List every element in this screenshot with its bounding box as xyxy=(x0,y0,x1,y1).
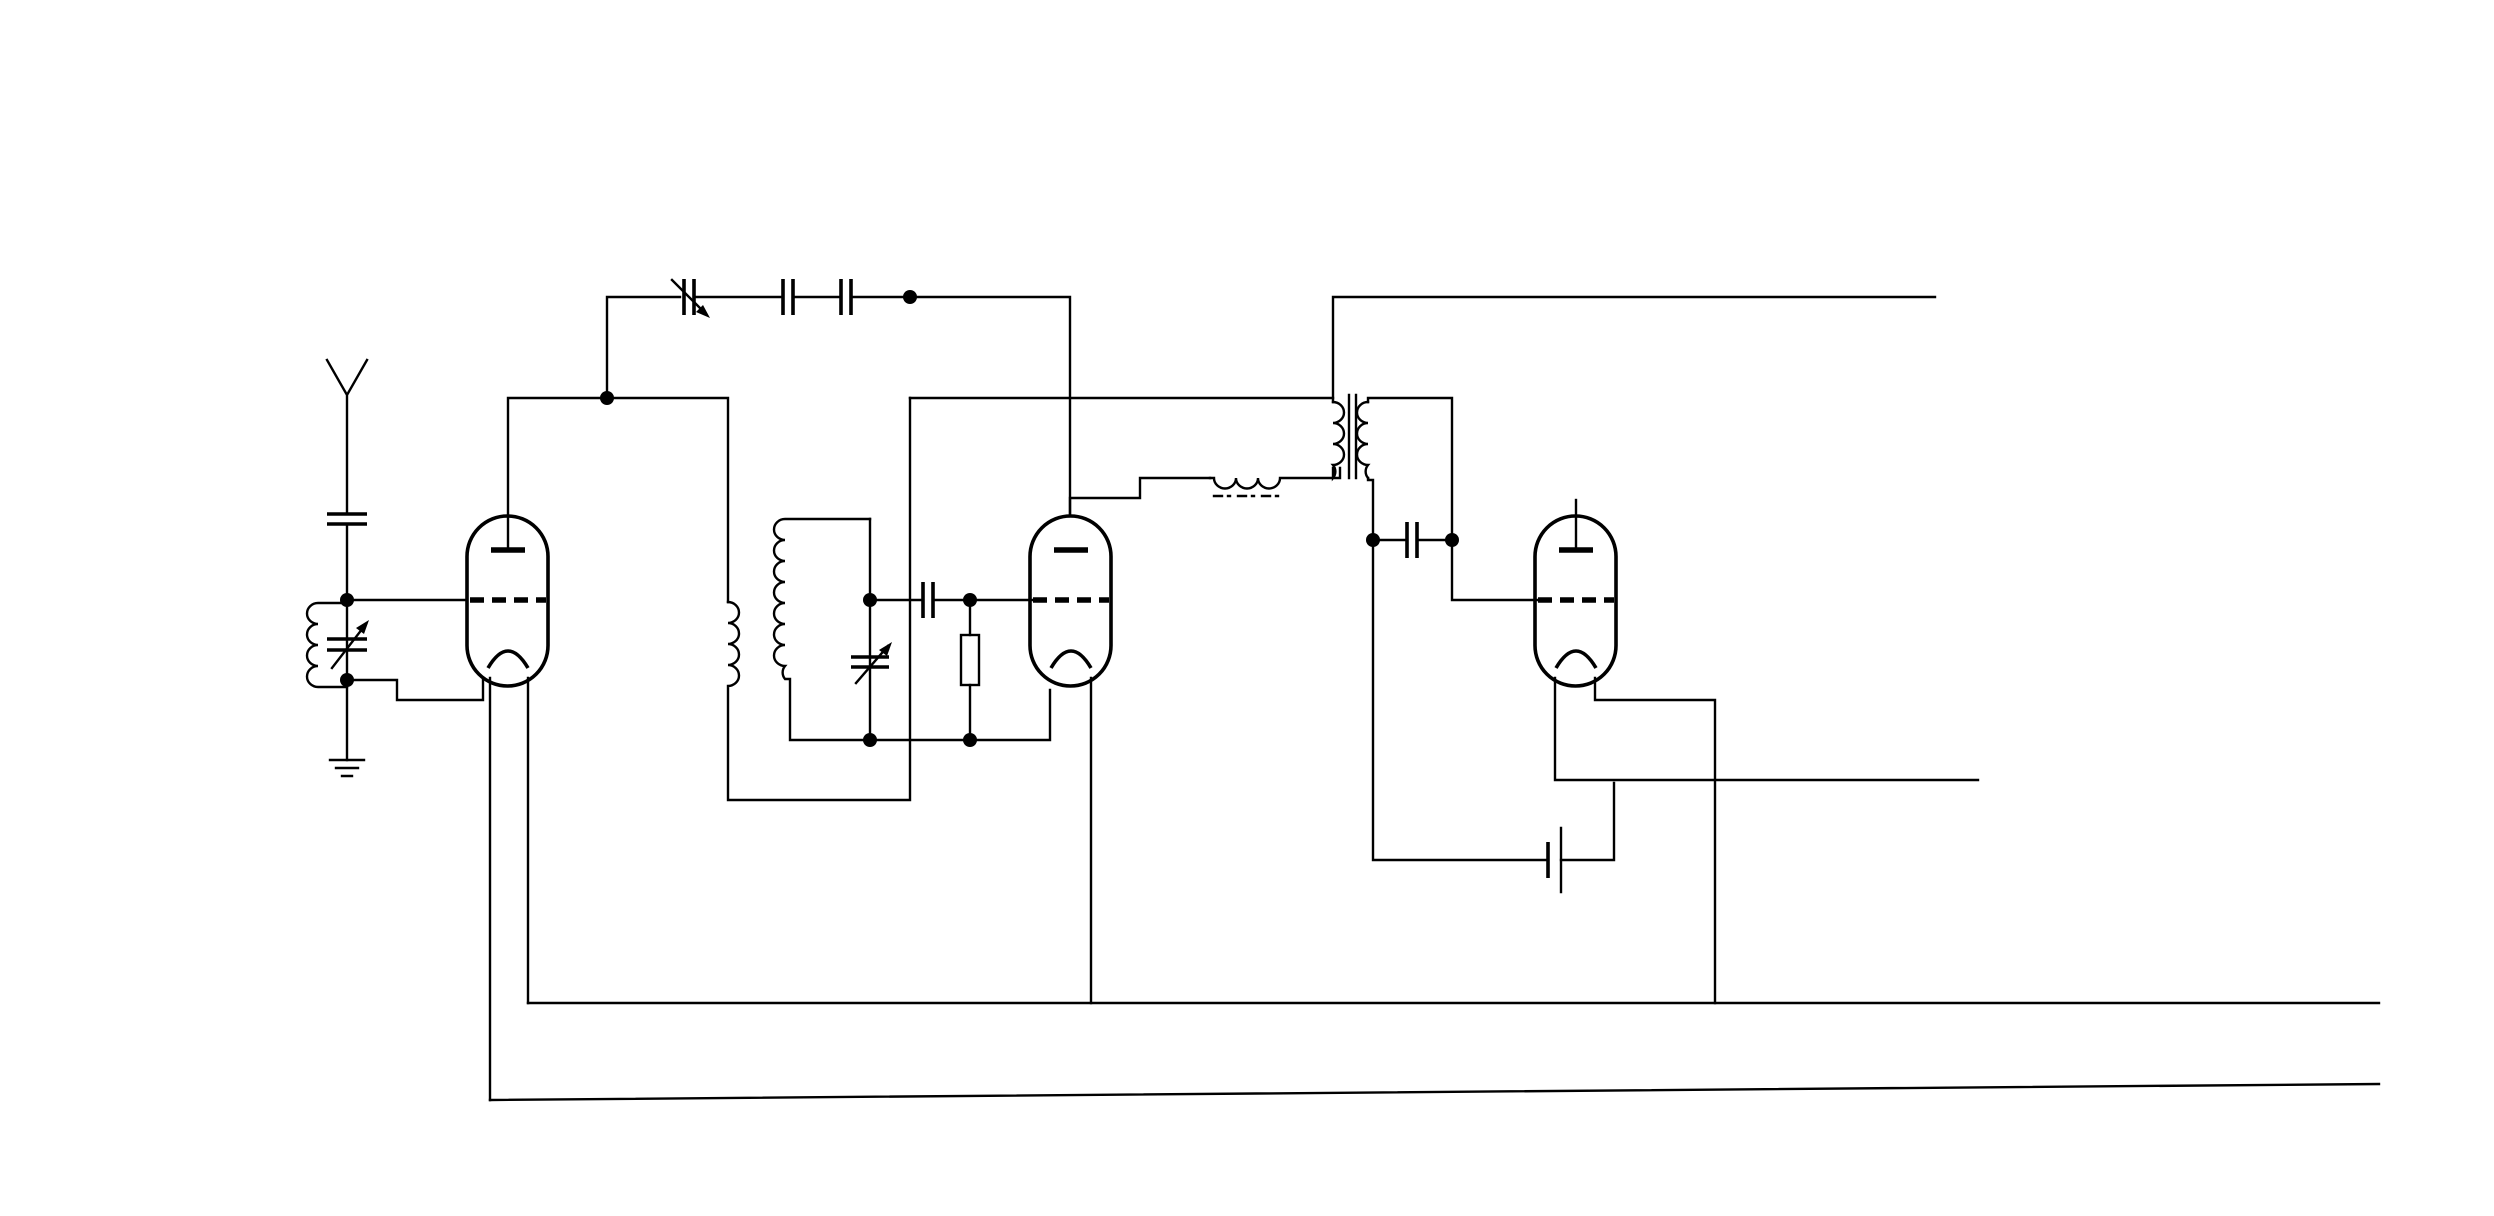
inductor-icon xyxy=(726,396,912,802)
capacitor-icon xyxy=(781,279,795,315)
variable-capacitor-icon xyxy=(327,620,369,670)
transformer-icon xyxy=(1330,393,1371,482)
capacitor-icon xyxy=(839,279,853,315)
antenna-icon xyxy=(325,358,369,516)
inductor-icon xyxy=(1208,466,1342,498)
resistor-icon xyxy=(959,598,981,742)
capacitor-icon xyxy=(327,512,367,526)
ground-icon xyxy=(328,758,366,778)
triode-tube-icon xyxy=(1028,514,1113,688)
inductor-icon xyxy=(772,517,872,742)
variable-capacitor-icon xyxy=(851,642,892,685)
capacitor-icon xyxy=(921,582,935,618)
inductor-icon xyxy=(305,601,349,689)
variable-capacitor-icon xyxy=(670,278,710,318)
triode-tube-icon xyxy=(465,514,550,688)
triode-tube-icon xyxy=(1533,498,1618,688)
battery-icon xyxy=(1546,826,1563,894)
supply-rail xyxy=(488,1082,2381,1102)
capacitor-icon xyxy=(1405,522,1419,558)
